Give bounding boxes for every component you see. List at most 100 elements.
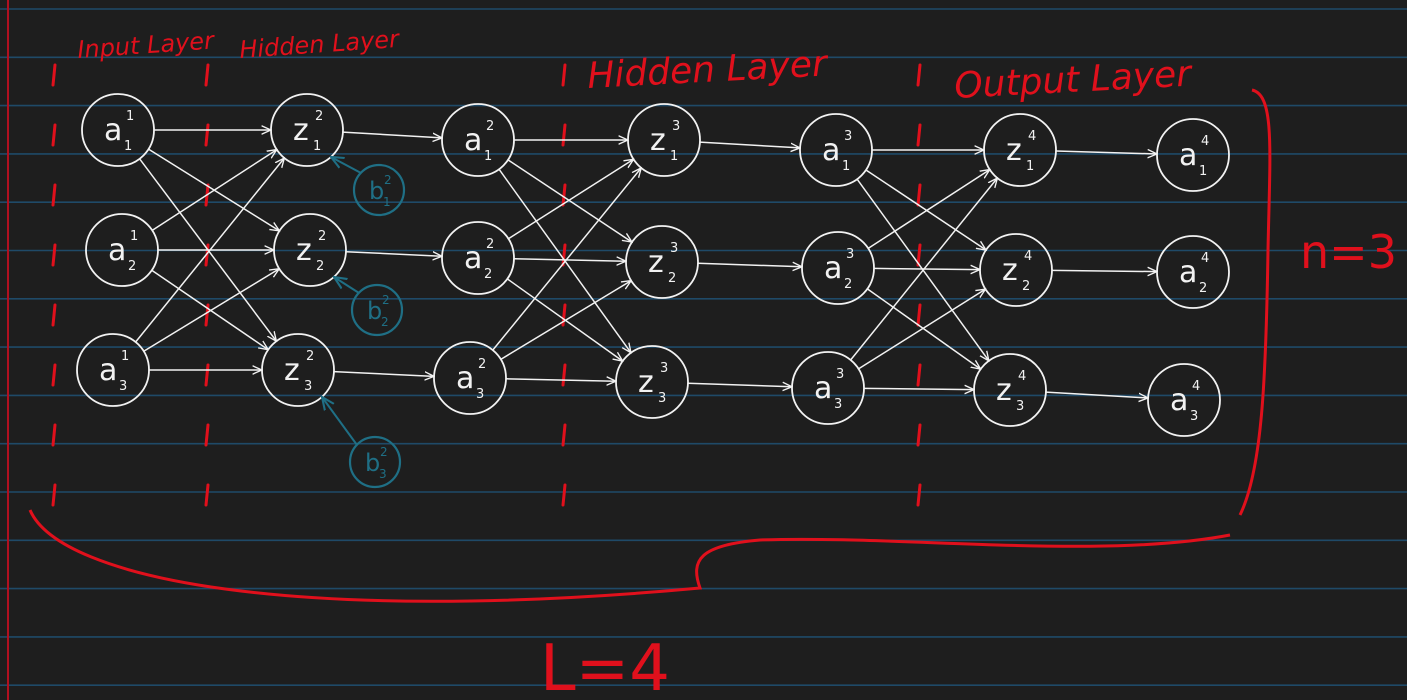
neuron-index: 2 [1199, 281, 1207, 296]
neuron-circle [791, 351, 865, 425]
divider-dash [51, 303, 57, 327]
neuron-circle [441, 103, 515, 177]
neuron-circle [270, 93, 344, 167]
neuron-layer: 4 [1028, 129, 1036, 144]
neuron-layer: 2 [318, 229, 326, 244]
connections [135, 130, 1157, 398]
divider-dash [916, 423, 922, 447]
neuron-index: 1 [1199, 164, 1207, 179]
neuron-index: 2 [484, 267, 492, 282]
output-layer-label: Output Layer [953, 54, 1194, 107]
connection-arrow [873, 268, 980, 269]
connection-arrow [858, 289, 985, 370]
divider-dash [51, 183, 57, 207]
neuron-circle [261, 333, 335, 407]
neuron-circle [615, 345, 689, 419]
neuron-circle [76, 333, 150, 407]
neuron-index: 3 [834, 397, 842, 412]
neuron-var: a [464, 241, 482, 276]
bias-arrow [334, 277, 360, 294]
connection-arrow [1045, 391, 1148, 398]
bias-index: 1 [383, 195, 391, 209]
connection-arrow [505, 379, 616, 381]
divider-dash [204, 63, 210, 87]
divider-dash [916, 123, 922, 147]
neuron-index: 3 [1190, 409, 1198, 424]
neuron-circle [973, 353, 1047, 427]
divider-dash [51, 123, 57, 147]
neuron-var: z [996, 373, 1012, 408]
neuron-var: a [824, 251, 842, 286]
neuron-layer: 2 [478, 357, 486, 372]
neuron-circle [983, 113, 1057, 187]
neuron-layer: 4 [1024, 249, 1032, 264]
neuron-layer: 3 [846, 247, 854, 262]
neuron-index: 3 [1016, 399, 1024, 414]
neuron-layer: 4 [1201, 251, 1209, 266]
divider-dash [916, 303, 922, 327]
bottom-brace [28, 509, 1231, 603]
neuron-var: z [296, 233, 312, 268]
neuron-var: a [104, 113, 122, 148]
bias-arrow [322, 397, 358, 446]
neuron-var: a [1170, 383, 1188, 418]
neuron-layer: 3 [672, 119, 680, 134]
connection-arrow [850, 178, 998, 361]
neuron-layer: 2 [315, 109, 323, 124]
bias-arrow [331, 157, 362, 174]
neuron-layer: 1 [126, 109, 134, 124]
neuron-index: 2 [316, 259, 324, 274]
neuron-circle [979, 233, 1053, 307]
neuron-var: a [1179, 138, 1197, 173]
neuron-layer: 2 [486, 237, 494, 252]
divider-dash [916, 243, 922, 267]
divider-dash [204, 483, 210, 507]
input-layer-label: Input Layer [76, 26, 216, 64]
connection-arrow [151, 269, 269, 349]
neuron-index: 1 [670, 149, 678, 164]
neuron-index: 3 [658, 391, 666, 406]
bias-layer: 2 [382, 293, 390, 307]
divider-dash [916, 63, 922, 87]
connection-arrow [143, 269, 280, 352]
divider-dash [916, 183, 922, 207]
hidden-layer-label-2: Hidden Layer [586, 43, 830, 97]
neuron-circle [801, 231, 875, 305]
neuron-circle [627, 103, 701, 177]
neuron-var: z [638, 365, 654, 400]
connection-arrow [492, 168, 642, 351]
neuron-var: a [1179, 255, 1197, 290]
connection-arrow [151, 150, 277, 232]
divider-dash [204, 363, 210, 387]
neuron-circle [1147, 363, 1221, 437]
divider-dash [204, 123, 210, 147]
neuron-index: 2 [1022, 279, 1030, 294]
connection-arrow [866, 288, 980, 369]
connection-arrow [687, 383, 792, 387]
divider-dash [204, 423, 210, 447]
neuron-var: a [456, 361, 474, 396]
connection-arrow [345, 250, 442, 257]
divider-dash [916, 483, 922, 507]
hidden-layer-label-1: Hidden Layer [238, 25, 401, 64]
neuron-layer: 1 [121, 349, 129, 364]
connection-arrow [863, 388, 974, 389]
divider-dash [561, 423, 567, 447]
neuron-layer: 4 [1201, 134, 1209, 149]
divider-dash [561, 63, 567, 87]
